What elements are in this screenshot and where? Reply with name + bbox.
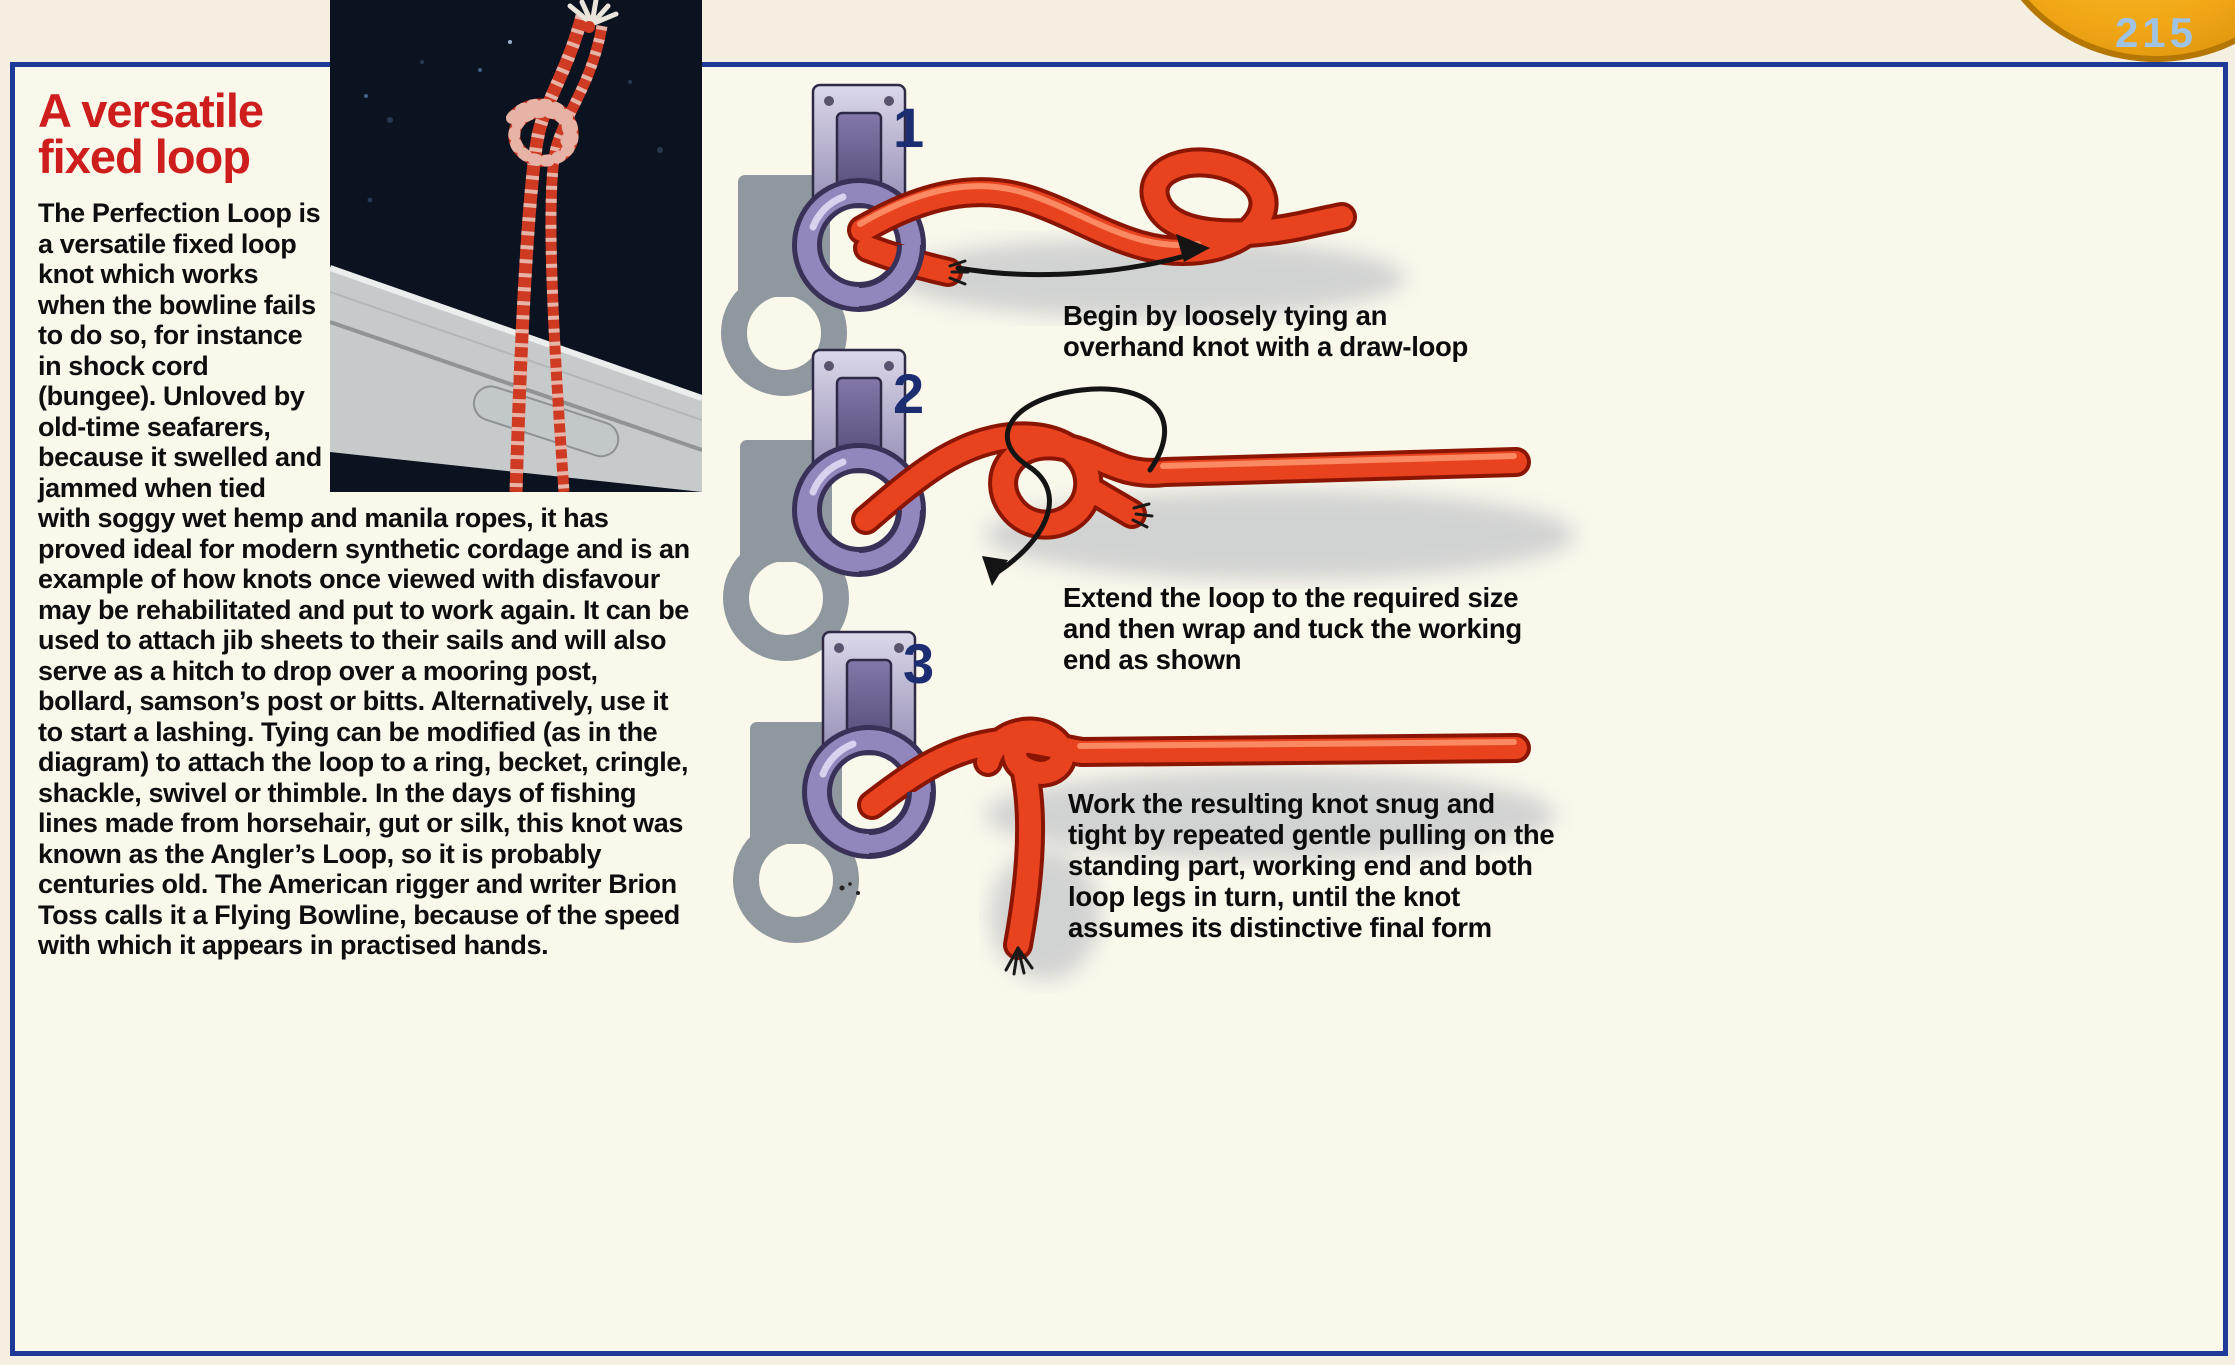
step1-number: 1 xyxy=(893,96,925,159)
article-column: A versatile fixed loop The Perfection Lo… xyxy=(38,84,690,961)
heading-line-2: fixed loop xyxy=(38,130,251,184)
step1-caption: Begin by loosely tying an overhand knot … xyxy=(1063,300,1469,362)
knot-step-diagrams xyxy=(700,62,1575,980)
step2-number: 2 xyxy=(893,362,925,425)
knot-photo-illustration xyxy=(329,0,703,493)
article-paragraph: The Perfection Loop is a versatile fixed… xyxy=(38,198,690,961)
step2-diagram xyxy=(736,350,1575,648)
step1-diagram xyxy=(734,85,1405,383)
step3-number: 3 xyxy=(903,632,935,695)
heading-line-1: A versatile xyxy=(38,84,264,137)
knot-photo xyxy=(329,0,703,493)
page-number-badge: 215 xyxy=(1985,0,2235,62)
article-heading: A versatile fixed loop xyxy=(38,84,690,184)
page-number: 215 xyxy=(2114,9,2198,56)
step3-diagram xyxy=(746,632,1555,980)
article-body: The Perfection Loop is a versatile fixed… xyxy=(38,198,690,961)
step3-caption: Work the resulting knot snug and tight b… xyxy=(1068,788,1555,943)
step2-caption: Extend the loop to the required size and… xyxy=(1063,582,1522,675)
